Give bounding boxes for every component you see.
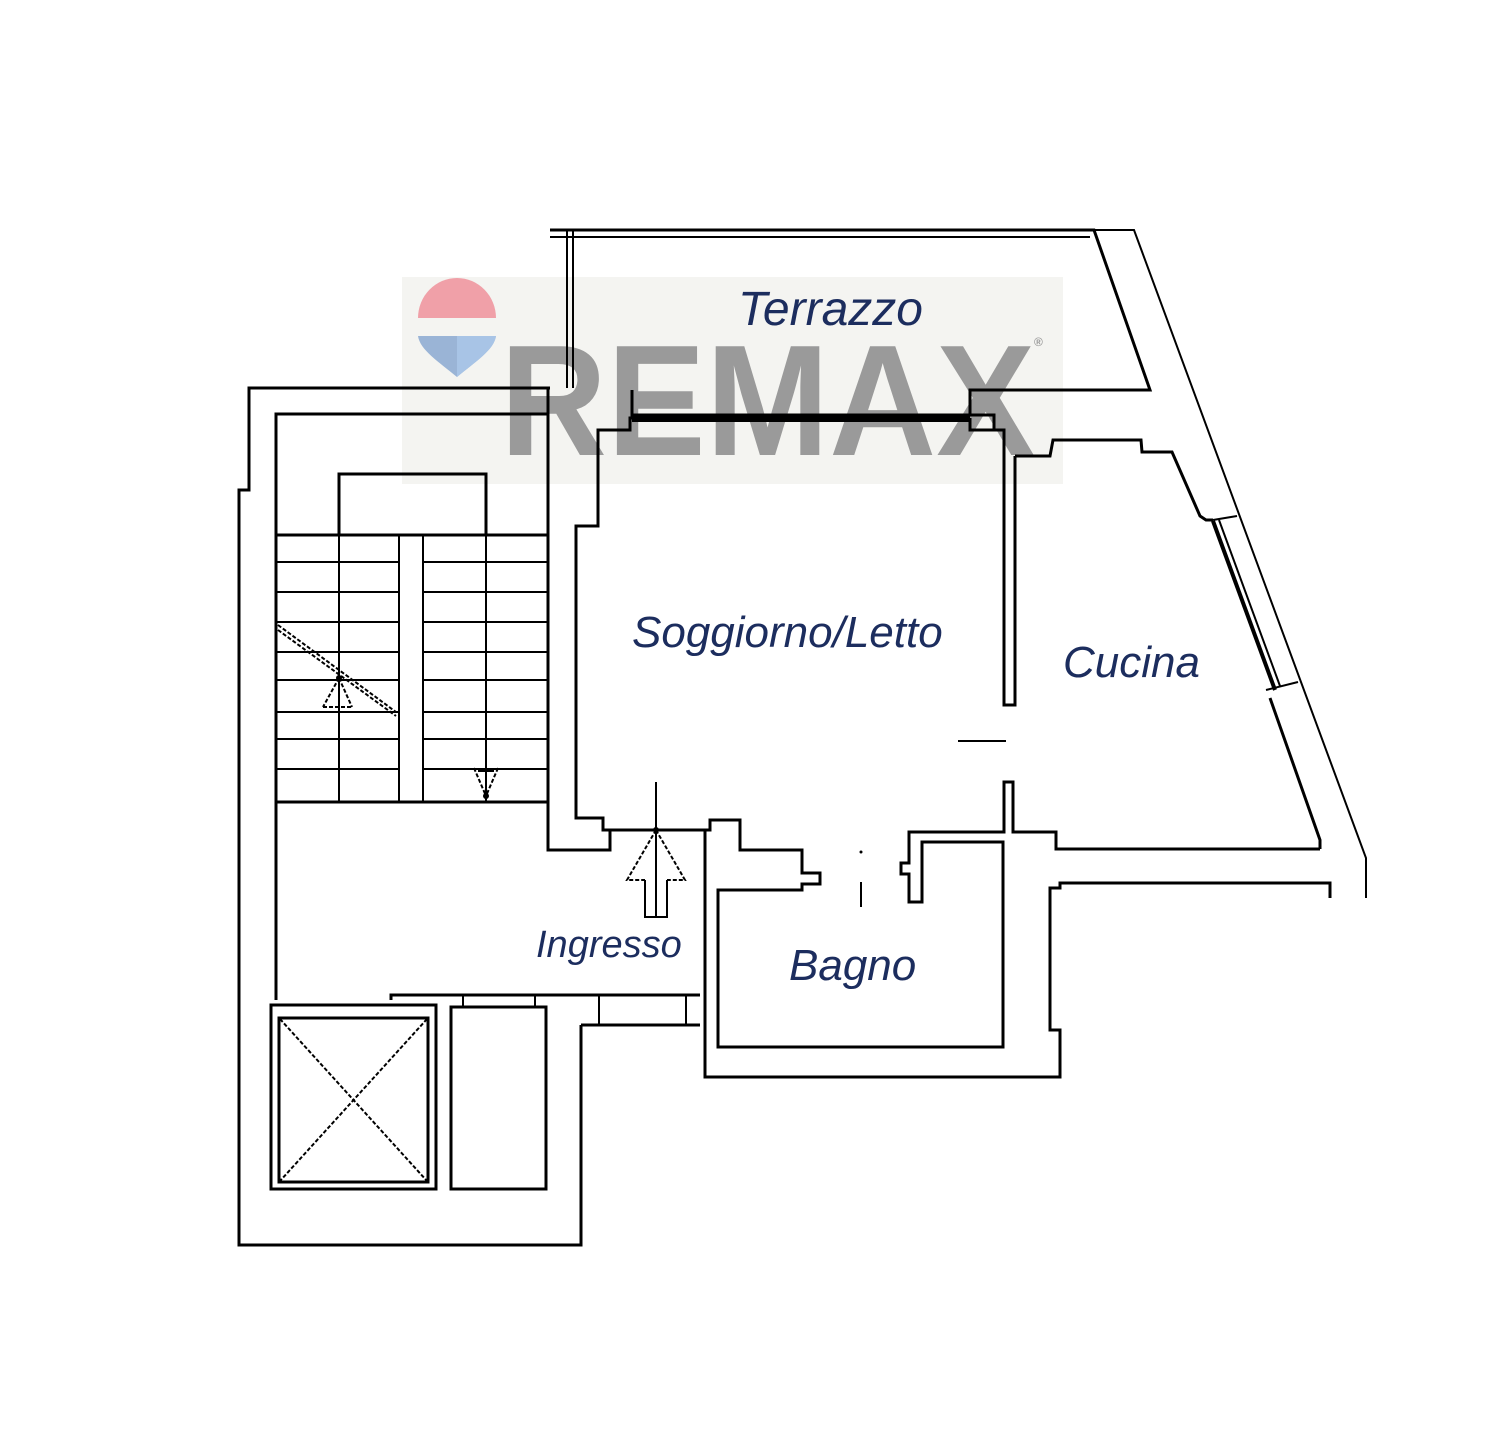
living-walls: [546, 388, 1017, 995]
stair-treads: [276, 561, 548, 770]
room-label-soggiorno-letto: Soggiorno/Letto: [632, 608, 943, 657]
stairwell-walls: [237, 386, 700, 1247]
room-label-terrazzo: Terrazzo: [738, 283, 923, 336]
registered-mark-icon: ®: [1034, 335, 1043, 349]
room-label-bagno: Bagno: [789, 941, 917, 990]
entrance-arrow-icon: [625, 782, 687, 918]
remax-logo-text: REMAX: [500, 313, 1035, 489]
elevator-shaft-icon: [269, 995, 548, 1191]
stair-up-arrow-icon: [322, 675, 353, 708]
kitchen-window: [1211, 520, 1277, 691]
staircase: [276, 472, 548, 804]
remax-watermark-panel: [402, 277, 1063, 484]
hot-air-balloon-icon: [418, 278, 496, 377]
stair-down-arrow-icon: [473, 767, 499, 799]
kitchen-walls: [958, 438, 1322, 849]
room-label-ingresso: Ingresso: [536, 924, 682, 966]
bathroom-walls: [703, 780, 1332, 1079]
room-label-cucina: Cucina: [1063, 638, 1200, 687]
